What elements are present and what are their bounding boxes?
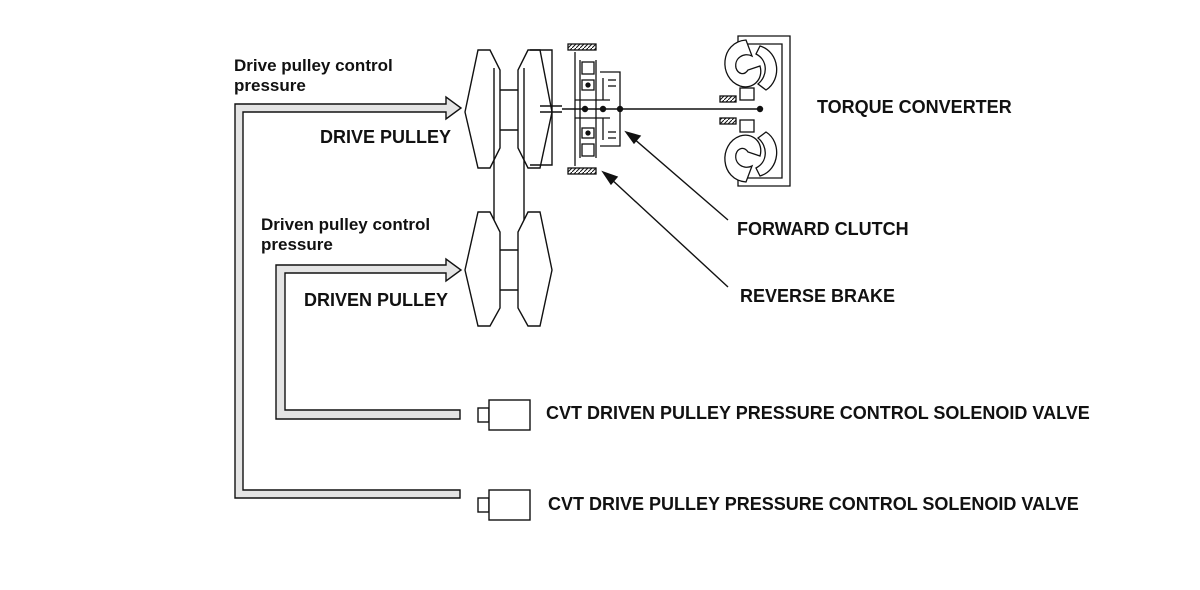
drive-pulley-pressure-line1: Drive pulley control — [234, 56, 393, 75]
drive-pulley-pressure-label: Drive pulley control pressure — [234, 56, 393, 96]
forward-clutch-leader — [624, 130, 729, 221]
driven-pulley-pressure-label: Driven pulley control pressure — [261, 215, 430, 255]
forward-clutch-label: FORWARD CLUTCH — [737, 219, 909, 239]
reverse-brake-leader — [601, 170, 729, 288]
planetary-gear-set — [567, 43, 621, 175]
torque-converter-label: TORQUE CONVERTER — [817, 97, 1012, 117]
drive-pulley-pressure-line2: pressure — [234, 76, 306, 95]
drive-pulley-pressure-pipe — [234, 95, 463, 499]
driven-pulley-pressure-line1: Driven pulley control — [261, 215, 431, 234]
drive-solenoid-valve-icon — [477, 489, 531, 521]
reverse-brake-label: REVERSE BRAKE — [740, 286, 896, 306]
driven-pulley-label: DRIVEN PULLEY — [304, 290, 449, 310]
driven-pulley-pressure-pipe — [275, 257, 463, 420]
driven-solenoid-label: CVT DRIVEN PULLEY PRESSURE CONTROL SOLEN… — [546, 403, 1090, 423]
driven-pulley-pressure-line2: pressure — [261, 235, 333, 254]
driven-solenoid-valve-icon — [477, 399, 531, 431]
torque-converter — [719, 35, 791, 187]
drive-pulley — [464, 49, 553, 169]
drive-pulley-housing — [530, 49, 553, 166]
driven-pulley — [464, 211, 553, 327]
drive-pulley-label: DRIVE PULLEY — [320, 127, 452, 147]
drive-solenoid-label: CVT DRIVE PULLEY PRESSURE CONTROL SOLENO… — [548, 494, 1079, 514]
input-shaft — [540, 105, 764, 113]
